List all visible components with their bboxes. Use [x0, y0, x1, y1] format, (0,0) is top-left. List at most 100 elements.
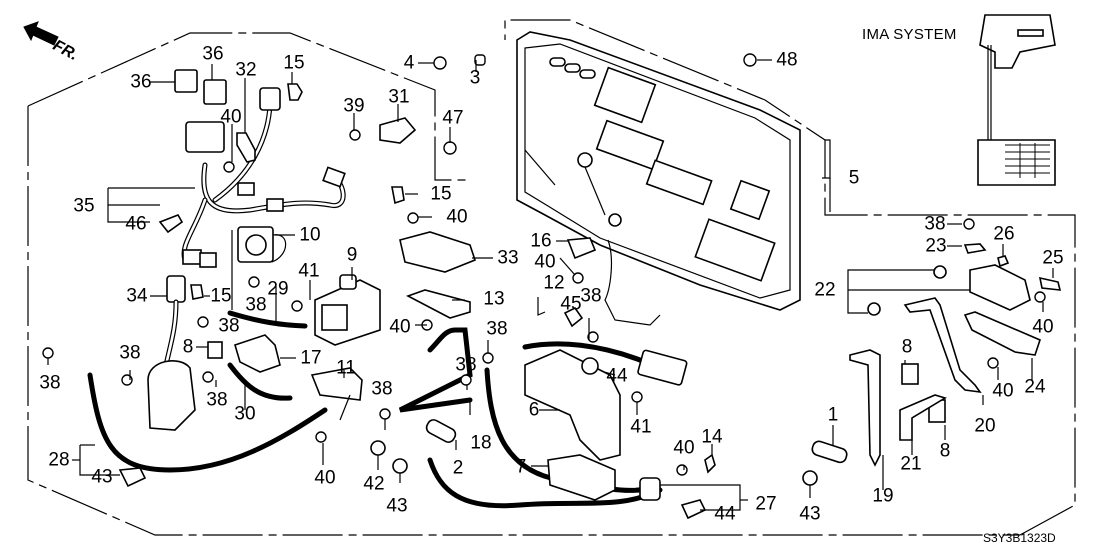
callout-15[interactable]: 15: [210, 285, 232, 307]
bolt-43c: [802, 470, 818, 486]
callout-28[interactable]: 28: [48, 449, 70, 471]
callout-43[interactable]: 42: [363, 473, 385, 495]
callout-43[interactable]: 43: [799, 503, 821, 525]
bolt-38-icon: [482, 352, 494, 364]
callout-25[interactable]: 25: [1042, 247, 1064, 269]
callout-32[interactable]: 32: [235, 59, 257, 81]
callout-38[interactable]: 38: [245, 294, 267, 316]
callout-43[interactable]: 43: [386, 495, 408, 517]
bracket-13: [406, 289, 471, 319]
bracket-18: [398, 327, 473, 413]
callout-15[interactable]: 15: [430, 183, 452, 205]
callout-40[interactable]: 40: [389, 316, 411, 338]
callout-48[interactable]: 47: [442, 107, 464, 129]
callout-38[interactable]: 38: [486, 318, 508, 340]
callout-44[interactable]: 43: [91, 466, 113, 488]
callout-22[interactable]: 22: [814, 279, 836, 301]
bolt-40-icon: [1034, 291, 1046, 303]
callout-21[interactable]: 21: [900, 453, 922, 475]
clip-47: [158, 214, 184, 234]
callout-20[interactable]: 20: [974, 415, 996, 437]
callout-46[interactable]: 45: [560, 293, 582, 315]
callout-44[interactable]: 44: [714, 503, 736, 525]
callout-36[interactable]: 36: [202, 43, 224, 65]
bolt-41-icon: [407, 212, 419, 224]
callout-31[interactable]: 31: [388, 86, 410, 108]
connector-27: [639, 477, 661, 501]
callout-13[interactable]: 13: [483, 288, 505, 310]
ima-control-panel-5: [516, 31, 801, 311]
callout-27[interactable]: 27: [755, 493, 777, 515]
callout-39[interactable]: 38: [119, 342, 141, 364]
callout-23[interactable]: 23: [925, 235, 947, 257]
callout-30[interactable]: 30: [234, 403, 256, 425]
callout-6[interactable]: 6: [528, 399, 540, 421]
callout-11[interactable]: 11: [336, 357, 356, 379]
callout-35[interactable]: 35: [73, 195, 95, 217]
callout-41[interactable]: 40: [446, 206, 468, 228]
callout-12[interactable]: 12: [543, 272, 565, 294]
callout-16[interactable]: 16: [530, 230, 552, 252]
callout-36[interactable]: 36: [130, 71, 152, 93]
callout-38[interactable]: 38: [580, 285, 602, 307]
callout-40[interactable]: 39: [343, 95, 365, 117]
callout-40[interactable]: 40: [534, 251, 556, 273]
actuator-10: [237, 226, 287, 263]
callout-40[interactable]: 40: [673, 437, 695, 459]
callout-40[interactable]: 40: [992, 380, 1014, 402]
callout-48[interactable]: 48: [776, 49, 798, 71]
callout-41[interactable]: 41: [630, 416, 652, 438]
callout-40[interactable]: 40: [314, 467, 336, 489]
callout-14[interactable]: 14: [701, 426, 723, 448]
bolt-43a: [370, 440, 386, 456]
callout-7[interactable]: 7: [515, 456, 527, 478]
junction-box-22: [969, 264, 1031, 311]
callout-38[interactable]: 38: [455, 354, 477, 376]
callout-38[interactable]: 38: [218, 315, 240, 337]
callout-38[interactable]: 38: [206, 389, 228, 411]
callout-18[interactable]: 18: [470, 432, 492, 454]
callout-38[interactable]: 38: [371, 378, 393, 400]
callout-9[interactable]: 9: [346, 244, 358, 266]
bolt-40-icon: [987, 357, 999, 369]
ground-cable-29: [227, 310, 308, 329]
wire-harness-35: [181, 87, 346, 268]
callout-2[interactable]: 2: [452, 457, 464, 479]
callout-19[interactable]: 19: [872, 485, 894, 507]
callout-3[interactable]: 3: [469, 67, 481, 89]
terminal-25: [1038, 276, 1062, 291]
bolt-22b: [867, 302, 881, 316]
callout-40[interactable]: 40: [1032, 316, 1054, 338]
callout-1[interactable]: 1: [827, 404, 839, 426]
bolt-38-icon: [460, 374, 472, 386]
callout-8[interactable]: 8: [182, 336, 194, 358]
callout-33[interactable]: 33: [497, 247, 519, 269]
callout-34[interactable]: 34: [126, 285, 148, 307]
callout-4[interactable]: 4: [403, 52, 415, 74]
callout-8[interactable]: 8: [939, 440, 951, 462]
callout-15[interactable]: 15: [283, 52, 305, 74]
callout-10[interactable]: 10: [299, 224, 321, 246]
callout-24[interactable]: 24: [1024, 376, 1046, 398]
callout-38[interactable]: 38: [39, 372, 61, 394]
bolt-48a-icon: [443, 141, 457, 155]
callout-42[interactable]: 41: [298, 260, 320, 282]
callout-26[interactable]: 26: [993, 223, 1015, 245]
connector-block-11: [310, 367, 363, 401]
callout-17[interactable]: 17: [300, 347, 322, 369]
callout-8[interactable]: 8: [901, 336, 913, 358]
callout-38[interactable]: 38: [924, 213, 946, 235]
callout-47[interactable]: 46: [125, 213, 147, 235]
connector-12: [637, 349, 688, 386]
bracket-32: [236, 132, 256, 163]
diagram-code: S3Y3B1323D: [983, 531, 1056, 545]
callout-29[interactable]: 29: [267, 278, 289, 300]
callout-5[interactable]: 5: [848, 167, 860, 189]
bolt-40-icon: [223, 161, 235, 173]
callout-45[interactable]: 44: [606, 365, 628, 387]
bolt-41-icon: [631, 391, 643, 403]
ima-system-inset-illustration: [977, 14, 1056, 186]
callout-40[interactable]: 40: [220, 106, 242, 128]
clip-46: [563, 306, 584, 328]
